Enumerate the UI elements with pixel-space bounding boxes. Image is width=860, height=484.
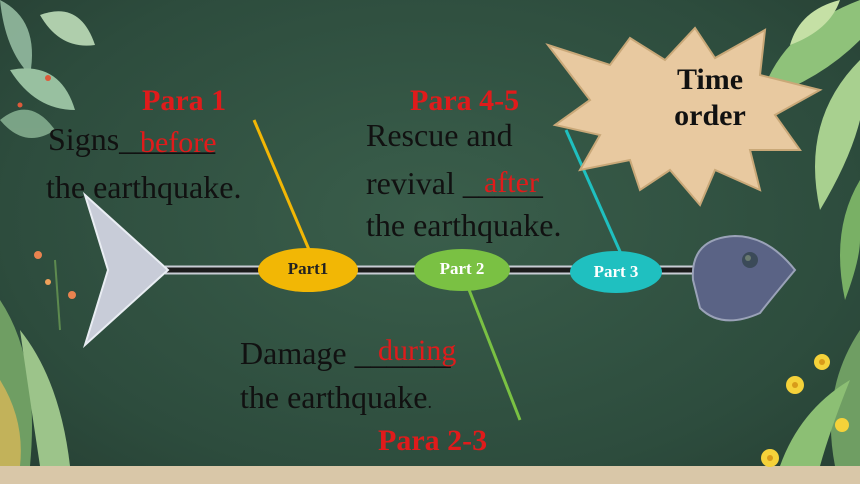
rescue-line3: the earthquake. xyxy=(366,207,562,243)
damage-prefix: Damage xyxy=(240,335,355,371)
part2-label: Part 2 xyxy=(439,259,485,278)
damage-line2: the earthquake. xyxy=(240,380,432,419)
fish-head xyxy=(691,234,797,322)
flower-decoration-bottom-right xyxy=(761,330,860,467)
answer-before: before xyxy=(140,126,217,159)
bone-part2 xyxy=(464,281,522,421)
part1-label: Part1 xyxy=(287,259,329,278)
damage-line1: Damage ______ xyxy=(240,336,451,370)
part2-oval xyxy=(414,249,510,291)
para45-label: Para 4-5 xyxy=(410,84,520,117)
para23-label: Para 2-3 xyxy=(378,424,488,457)
rescue-prefix: revival xyxy=(366,165,463,201)
damage-line2-text: the earthquake xyxy=(240,379,428,415)
damage-blank: ______ xyxy=(354,335,451,371)
rescue-line2: revival _____ xyxy=(366,166,543,200)
signs-blank: ______ xyxy=(119,121,216,157)
leaf-decoration-bottom-left xyxy=(0,251,76,466)
time-order-burst xyxy=(545,26,823,207)
signs-prefix: Signs xyxy=(48,121,120,157)
time-order-line2: order xyxy=(674,99,746,132)
part3-oval xyxy=(570,251,662,293)
time-order-label: Time order xyxy=(650,62,770,134)
rescue-line1: Rescue and xyxy=(366,117,513,153)
signs-line1: Signs______ xyxy=(48,122,215,156)
bone-part1 xyxy=(252,119,312,253)
answer-after: after xyxy=(484,166,539,199)
part1-oval xyxy=(258,248,358,292)
rescue-blank: _____ xyxy=(462,165,543,201)
part3-label: Part 3 xyxy=(593,262,639,281)
leaf-decoration-top-right xyxy=(760,0,860,300)
answer-during: during xyxy=(378,334,457,367)
bone-part3 xyxy=(564,129,624,257)
board-ledge xyxy=(0,466,860,484)
signs-line2: the earthquake. xyxy=(46,169,242,205)
leaf-decoration-top-left xyxy=(0,0,95,138)
time-order-line1: Time xyxy=(676,63,744,96)
damage-period: . xyxy=(427,392,432,412)
fish-tail xyxy=(82,191,170,349)
para1-label: Para 1 xyxy=(142,84,227,117)
